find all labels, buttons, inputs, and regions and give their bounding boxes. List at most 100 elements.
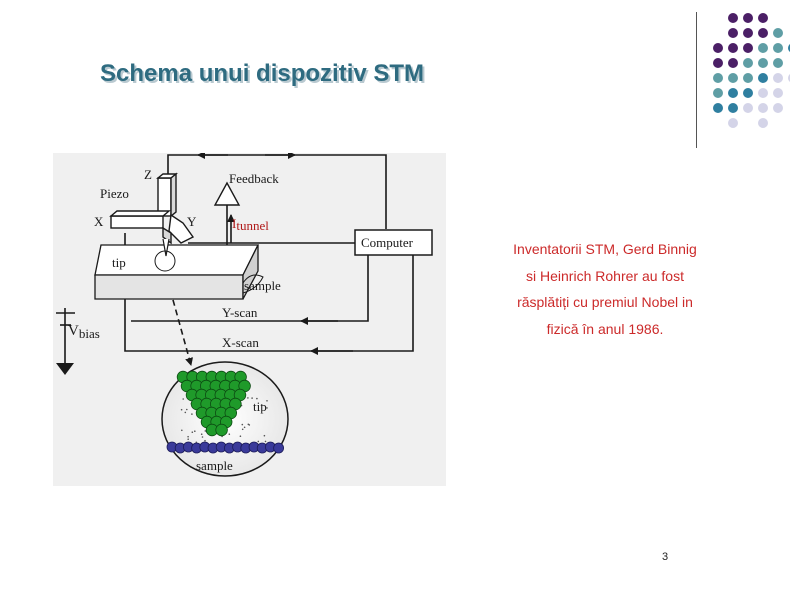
speckle [186, 408, 188, 411]
speckle [181, 429, 183, 432]
speckle [247, 397, 249, 399]
y-scan-wire [131, 255, 369, 322]
speckle [260, 404, 263, 406]
slide-title: Schema unui dispozitiv STM [100, 60, 425, 87]
speckle [266, 407, 268, 409]
decorative-dot [743, 13, 753, 23]
caption-line-3: răsplătiți cu premiul Nobel in [517, 294, 693, 310]
decorative-dot [728, 103, 738, 113]
caption-line-2: si Heinrich Rohrer au fost [526, 267, 684, 284]
tip-to-bubble-dashed [164, 270, 193, 366]
decorative-dot [773, 58, 783, 68]
decorative-dot [728, 28, 738, 38]
decorative-dot [788, 44, 790, 52]
speckle [184, 411, 187, 414]
tip-atoms [176, 370, 251, 437]
stm-tip [162, 238, 170, 257]
speckle [200, 433, 203, 436]
speckle [201, 436, 204, 438]
decorative-dot [773, 43, 783, 53]
speckle [239, 435, 242, 438]
speckle [263, 434, 266, 437]
piezo-scanner [109, 172, 195, 245]
speckle [180, 408, 183, 411]
caption-line-4: fizică în anul 1986. [546, 320, 664, 337]
decorative-dot [788, 74, 790, 82]
speckle [247, 423, 250, 426]
speckle [191, 431, 194, 434]
speckle [264, 440, 267, 443]
divider-line [696, 12, 697, 148]
decorative-dot [743, 73, 753, 83]
decorative-dot [758, 13, 768, 23]
decorative-dot [728, 43, 738, 53]
speckle [256, 397, 258, 400]
label-v-bias: Vbias [68, 323, 100, 341]
sample-atom [273, 442, 285, 454]
decorative-dot [758, 58, 768, 68]
decorative-dot [713, 58, 723, 68]
decorative-dot [773, 88, 783, 98]
speckle [191, 413, 193, 415]
computer-box [354, 229, 433, 256]
speckle [194, 430, 196, 433]
decorative-dot [743, 103, 753, 113]
decorative-dot [728, 13, 738, 23]
piezo-y-bar [168, 213, 195, 244]
label-z: Z [144, 167, 152, 182]
decorative-dot [728, 58, 738, 68]
decorative-dot [728, 88, 738, 98]
label-y: Y [187, 214, 197, 229]
page-number: 3 [662, 551, 669, 563]
speckle [266, 400, 268, 402]
decorative-dot [743, 43, 753, 53]
decorative-dot [728, 73, 738, 83]
feedback-amplifier [213, 181, 241, 206]
decorative-dot [713, 88, 723, 98]
decorative-dot [758, 73, 768, 83]
speckle [251, 397, 253, 399]
decorative-dot [758, 43, 768, 53]
decorative-dot [743, 58, 753, 68]
speckle [243, 426, 246, 429]
speckle [187, 438, 189, 441]
decorative-dot [773, 103, 783, 113]
label-tip-upper: tip [112, 255, 126, 270]
label-piezo: Piezo [100, 186, 129, 201]
sample-slab [94, 244, 264, 300]
stm-diagram-svg: Z Piezo X Y Feedback Itunnel Computer ti… [56, 153, 433, 477]
label-feedback: Feedback [229, 171, 279, 186]
decorative-dot [773, 73, 783, 83]
top-wire [167, 154, 387, 229]
speckle [241, 428, 244, 431]
label-x: X [94, 214, 104, 229]
decorative-dot [758, 103, 768, 113]
caption-line-1: Inventatorii STM, Gerd Binnig [513, 241, 697, 257]
caption-text: Inventatorii STM, Gerd Binnig si Heinric… [490, 236, 720, 342]
label-tip-lower: tip [253, 399, 267, 414]
speckle [204, 439, 206, 442]
piezo-x-bar [110, 215, 164, 229]
decorative-dot-grid [713, 13, 790, 128]
label-current: Itunnel [232, 216, 269, 233]
decorative-dot [758, 28, 768, 38]
speckle [241, 423, 244, 426]
decorative-dot [758, 88, 768, 98]
decorative-dot [728, 118, 738, 128]
decorative-dot [758, 118, 768, 128]
decorative-dot [773, 28, 783, 38]
label-sample-lower: sample [196, 458, 233, 473]
tip-atom [215, 423, 228, 437]
speckle [204, 430, 207, 432]
speckle [187, 435, 189, 438]
sample-atoms [166, 441, 285, 454]
label-y-scan: Y-scan [222, 305, 258, 320]
decorative-dot [743, 88, 753, 98]
ground-symbol [56, 363, 74, 375]
decorative-dot [743, 28, 753, 38]
decorative-dot [713, 73, 723, 83]
speckle [228, 433, 231, 436]
speckle [182, 398, 184, 400]
decorative-dot [713, 43, 723, 53]
stm-diagram: Z Piezo X Y Feedback Itunnel Computer ti… [53, 153, 446, 486]
